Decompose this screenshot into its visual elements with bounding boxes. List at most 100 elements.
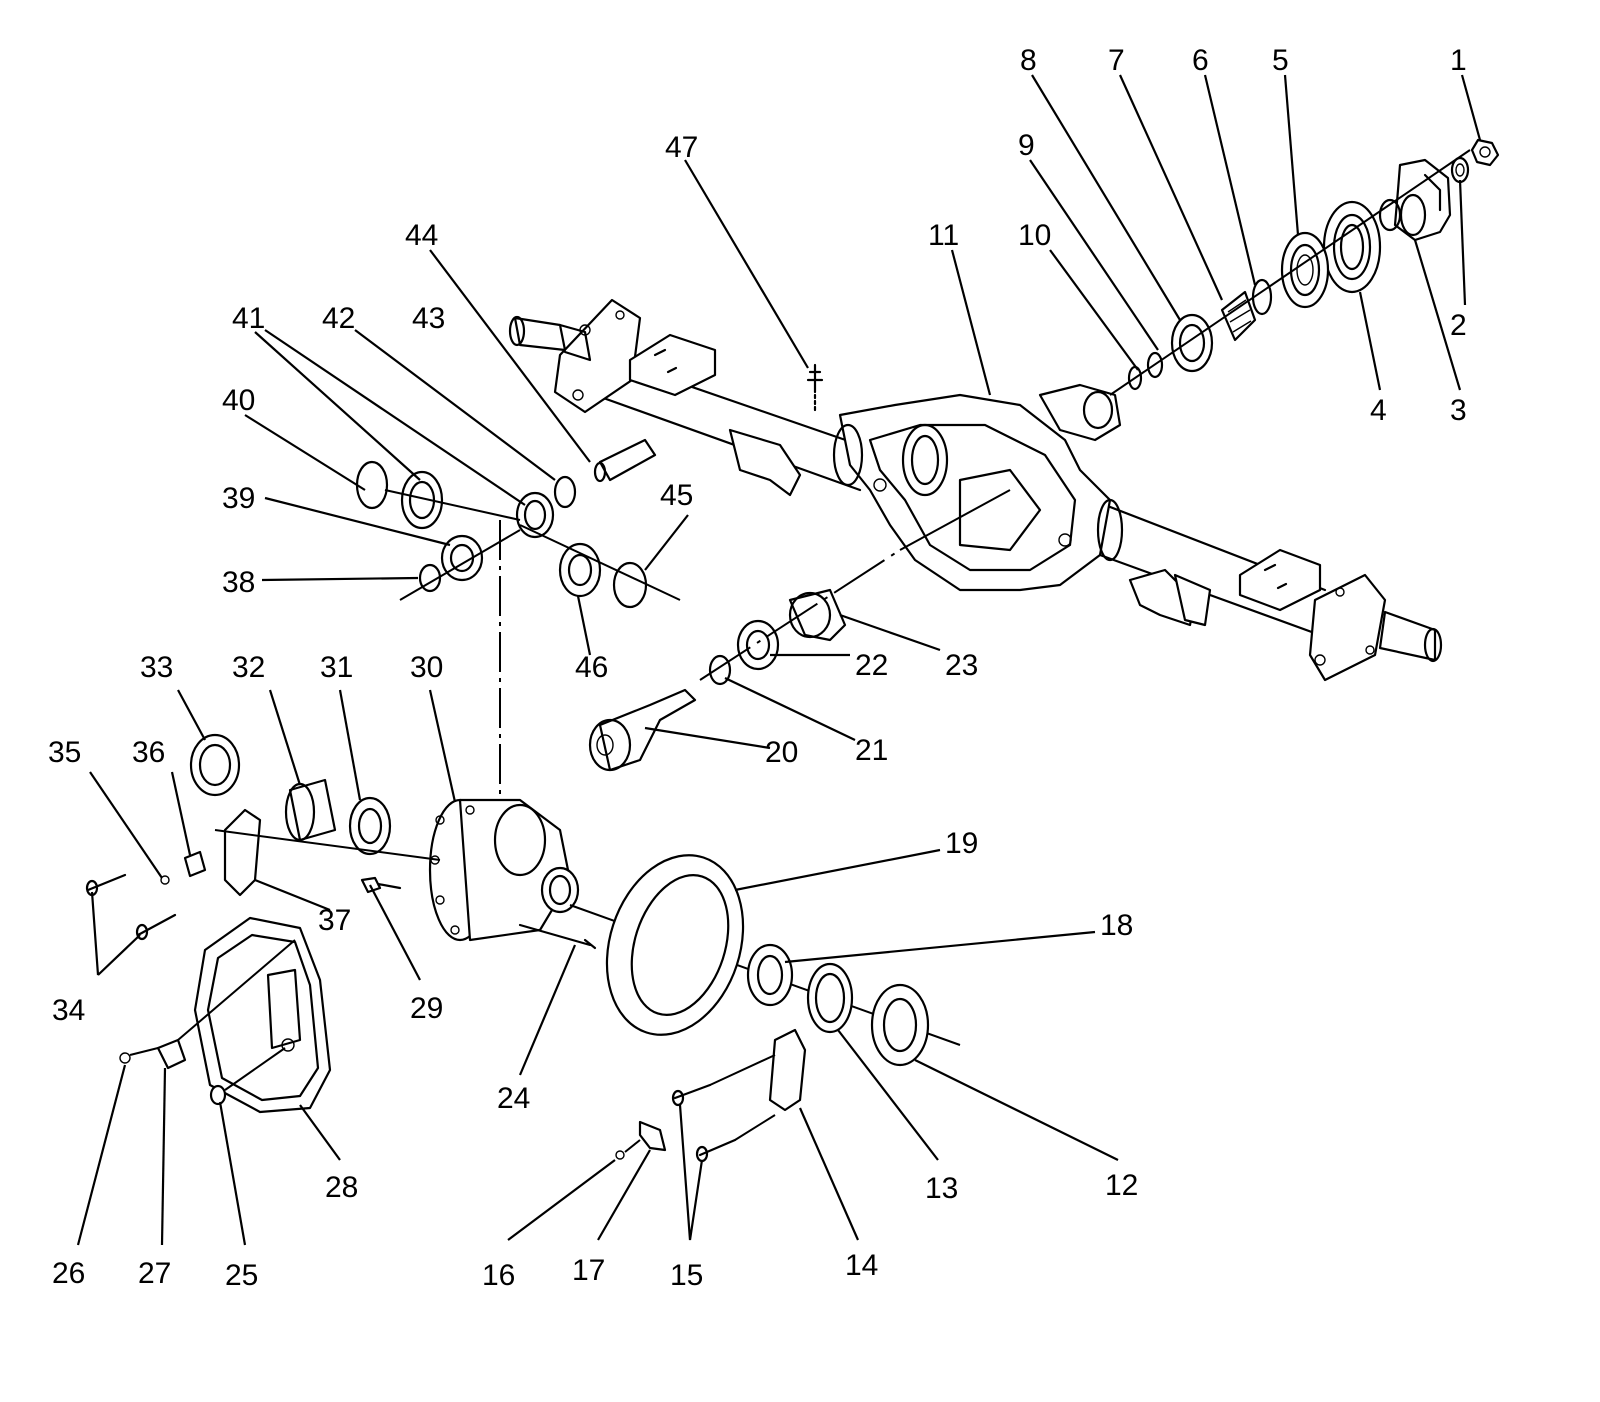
- callout-29: 29: [410, 992, 443, 1025]
- pinion-inner-bearing: [1170, 313, 1214, 373]
- callout-18: 18: [1100, 909, 1133, 942]
- pinion-shaft-bolt-24: [518, 923, 597, 950]
- callout-21: 21: [855, 734, 888, 767]
- bearing-cup-32: [284, 778, 337, 842]
- callout-35: 35: [48, 736, 81, 769]
- callout-43: 43: [412, 302, 445, 335]
- callout-17: 17: [572, 1254, 605, 1287]
- callout-11: 11: [928, 219, 959, 252]
- differential-case: [428, 798, 580, 942]
- callout-38: 38: [222, 566, 255, 599]
- callout-16: 16: [482, 1259, 515, 1292]
- drain-plug-25: [209, 1047, 286, 1106]
- axle-housing: [508, 298, 1443, 682]
- bearing-31: [348, 796, 392, 856]
- thrust-washer-38: [418, 563, 442, 593]
- callout-8: 8: [1020, 44, 1037, 77]
- callout-45: 45: [660, 479, 693, 512]
- pinion-gear-39: [440, 534, 484, 582]
- callout-5: 5: [1272, 44, 1289, 77]
- bearing-12: [870, 983, 930, 1067]
- pinion-outer-bearing: [1280, 231, 1330, 309]
- callout-39: 39: [222, 482, 255, 515]
- callout-3: 3: [1450, 394, 1467, 427]
- pinion-yoke: [1378, 158, 1452, 242]
- callout-10: 10: [1018, 219, 1051, 252]
- callout-20: 20: [765, 736, 798, 769]
- callout-36: 36: [132, 736, 165, 769]
- callout-1: 1: [1450, 44, 1467, 77]
- callout-labels: 1 2 3 4 5 6 7 8 9 10 11 12 13 14 15 16 1…: [48, 44, 1467, 1292]
- pinion-nut: [1470, 138, 1500, 167]
- callout-13: 13: [925, 1172, 958, 1205]
- callout-15: 15: [670, 1259, 703, 1292]
- callout-44: 44: [405, 219, 438, 252]
- axis-pinion-cluster: [699, 549, 901, 681]
- axis-46: [519, 524, 681, 601]
- case-bolt-29: [360, 876, 402, 894]
- bearing-cap-37: [223, 808, 262, 897]
- callout-24: 24: [497, 1082, 530, 1115]
- clip-36: [183, 850, 207, 878]
- adjuster-lock-17: [638, 1120, 667, 1152]
- bearing-22: [736, 619, 780, 671]
- callout-32: 32: [232, 651, 265, 684]
- pinion-20: [588, 688, 697, 772]
- callout-40: 40: [222, 384, 255, 417]
- callout-9: 9: [1018, 129, 1035, 162]
- callout-30: 30: [410, 651, 443, 684]
- callout-46: 46: [575, 651, 608, 684]
- axis-cover: [177, 939, 296, 1041]
- side-gear-46: [558, 542, 602, 598]
- callout-22: 22: [855, 649, 888, 682]
- axle-cover-28: [193, 916, 332, 1114]
- lock-bolt-16: [615, 1139, 641, 1160]
- callout-47: 47: [665, 131, 698, 164]
- bracket-27: [156, 1038, 187, 1070]
- callout-42: 42: [322, 302, 355, 335]
- leader-lines: [76, 74, 1482, 1246]
- callout-19: 19: [945, 827, 978, 860]
- callout-4: 4: [1370, 394, 1387, 427]
- callout-27: 27: [138, 1257, 171, 1290]
- pinion-shim: [1146, 351, 1164, 379]
- bearing-33: [189, 733, 241, 797]
- callout-26: 26: [52, 1257, 85, 1290]
- callout-12: 12: [1105, 1169, 1138, 1202]
- pinion-seal: [1322, 200, 1382, 294]
- callout-14: 14: [845, 1249, 878, 1282]
- callout-34: 34: [52, 994, 85, 1027]
- bolt-26: [119, 1047, 159, 1064]
- callout-23: 23: [945, 649, 978, 682]
- callout-37: 37: [318, 904, 351, 937]
- bearing-cup-13: [806, 962, 854, 1034]
- drive-pinion: [1220, 290, 1257, 342]
- thrust-washer-43: [553, 475, 577, 509]
- callout-41: 41: [232, 302, 265, 335]
- callout-7: 7: [1108, 44, 1125, 77]
- washer-45: [612, 561, 648, 609]
- bearing-cup-23: [788, 588, 847, 642]
- axis-pinion-cluster-2: [899, 489, 1011, 551]
- pinion-axis-line: [1109, 149, 1471, 396]
- shim-40: [355, 460, 389, 510]
- callout-28: 28: [325, 1171, 358, 1204]
- side-bearing-41: [400, 470, 444, 530]
- callout-2: 2: [1450, 309, 1467, 342]
- screw-35: [160, 875, 170, 885]
- axle-vent-fitting: [806, 363, 824, 412]
- axis-diff: [214, 829, 441, 861]
- cap-bolts-34: [85, 873, 177, 941]
- callout-25: 25: [225, 1259, 258, 1292]
- bearing-18: [746, 943, 794, 1007]
- pinion-shaft-44: [593, 438, 657, 483]
- axis-41-42: [384, 489, 521, 521]
- cap-bolts-15: [671, 1054, 776, 1163]
- bearing-cap-14: [768, 1028, 807, 1112]
- callout-6: 6: [1192, 44, 1209, 77]
- callout-31: 31: [320, 651, 353, 684]
- callout-33: 33: [140, 651, 173, 684]
- side-gear-42: [515, 491, 555, 539]
- shim-21: [708, 654, 732, 686]
